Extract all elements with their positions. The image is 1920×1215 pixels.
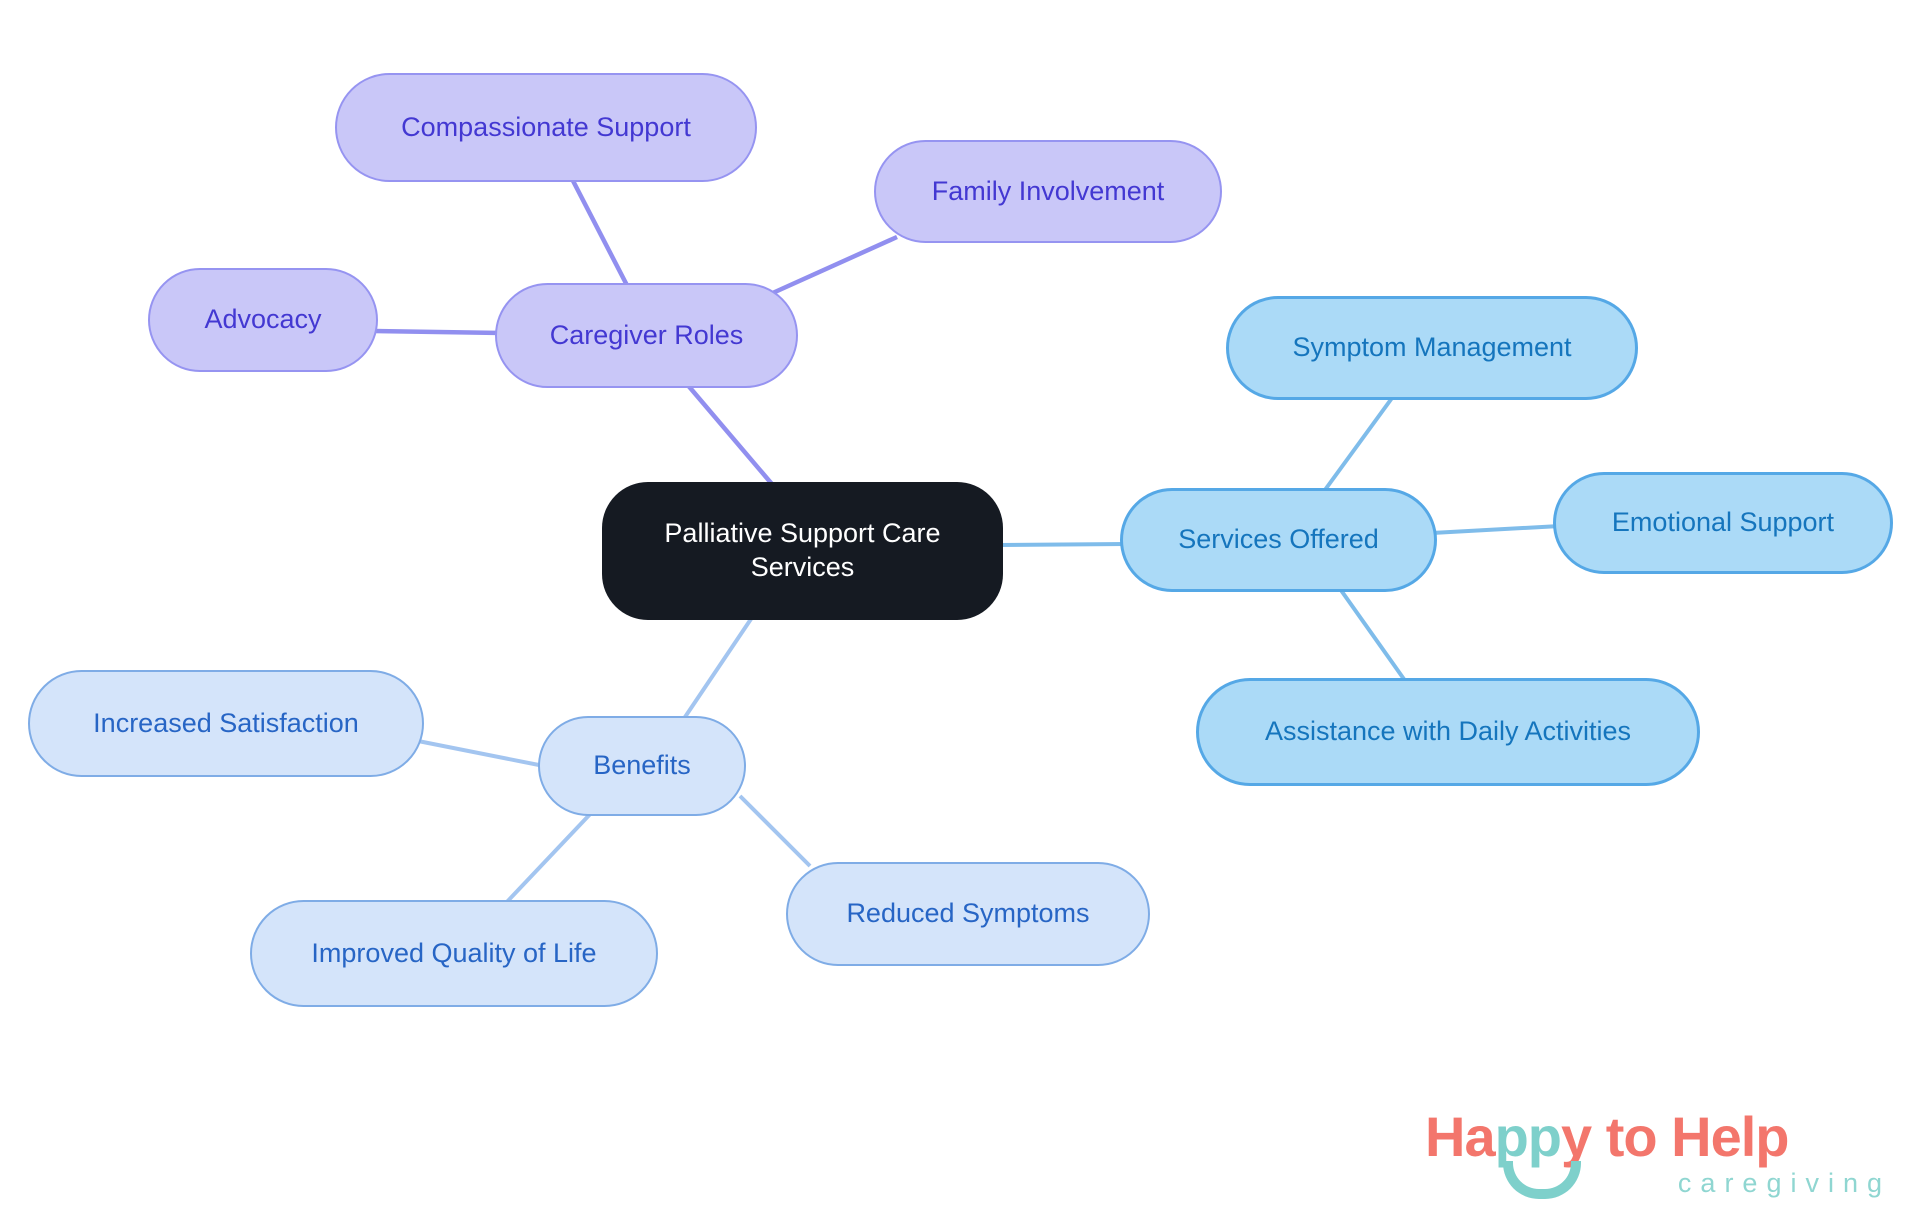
logo-word-end: y to Help — [1561, 1105, 1789, 1168]
node-assistance-daily-activities: Assistance with Daily Activities — [1196, 678, 1700, 786]
edge-benefits-quality — [502, 808, 596, 907]
node-compassionate-support: Compassionate Support — [335, 73, 757, 182]
node-caregiver-roles: Caregiver Roles — [495, 283, 798, 388]
edge-center-services — [997, 542, 1127, 547]
node-reduced-symptoms-label: Reduced Symptoms — [846, 898, 1090, 929]
node-compassionate-support-label: Compassionate Support — [401, 111, 691, 142]
node-improved-quality-of-life: Improved Quality of Life — [250, 900, 658, 1007]
edge-caregiver-family — [765, 234, 898, 299]
node-advocacy: Advocacy — [148, 268, 378, 372]
node-family-involvement-label: Family Involvement — [931, 175, 1165, 206]
edge-caregiver-advocacy — [373, 328, 503, 336]
node-caregiver-roles-label: Caregiver Roles — [549, 319, 744, 350]
node-emotional-support-label: Emotional Support — [1611, 507, 1835, 538]
node-symptom-management-label: Symptom Management — [1292, 332, 1572, 363]
edge-center-benefits — [681, 614, 755, 722]
edge-benefits-reduced — [738, 794, 812, 868]
edge-benefits-satisfaction — [417, 739, 545, 768]
node-benefits: Benefits — [538, 716, 746, 816]
node-assistance-daily-activities-label: Assistance with Daily Activities — [1264, 716, 1632, 747]
logo-wordmark: Happy to Help — [1425, 1104, 1885, 1169]
node-family-involvement: Family Involvement — [874, 140, 1222, 243]
node-advocacy-label: Advocacy — [204, 304, 322, 335]
logo-word-start: Ha — [1425, 1105, 1496, 1168]
smile-icon — [1503, 1161, 1581, 1199]
edge-services-emotional — [1431, 524, 1561, 535]
happy-to-help-logo: Happy to Help caregiving — [1425, 1104, 1885, 1208]
logo-word-accent: pp — [1494, 1105, 1562, 1168]
edge-services-assistance — [1336, 584, 1408, 684]
edge-center-caregiver — [684, 381, 779, 492]
node-increased-satisfaction-label: Increased Satisfaction — [93, 707, 359, 738]
node-increased-satisfaction: Increased Satisfaction — [28, 670, 424, 777]
node-reduced-symptoms: Reduced Symptoms — [786, 862, 1150, 966]
logo-subtitle: caregiving — [1677, 1168, 1891, 1198]
edge-services-symptom — [1320, 396, 1394, 496]
node-emotional-support: Emotional Support — [1553, 472, 1893, 574]
node-benefits-label: Benefits — [593, 750, 691, 781]
node-symptom-management: Symptom Management — [1226, 296, 1638, 400]
node-center: Palliative Support Care Services — [602, 482, 1003, 620]
edge-caregiver-compassionate — [568, 173, 634, 297]
node-center-label: Palliative Support Care Services — [664, 518, 941, 582]
node-services-offered-label: Services Offered — [1178, 524, 1379, 555]
node-improved-quality-of-life-label: Improved Quality of Life — [311, 937, 597, 968]
node-services-offered: Services Offered — [1120, 488, 1437, 592]
